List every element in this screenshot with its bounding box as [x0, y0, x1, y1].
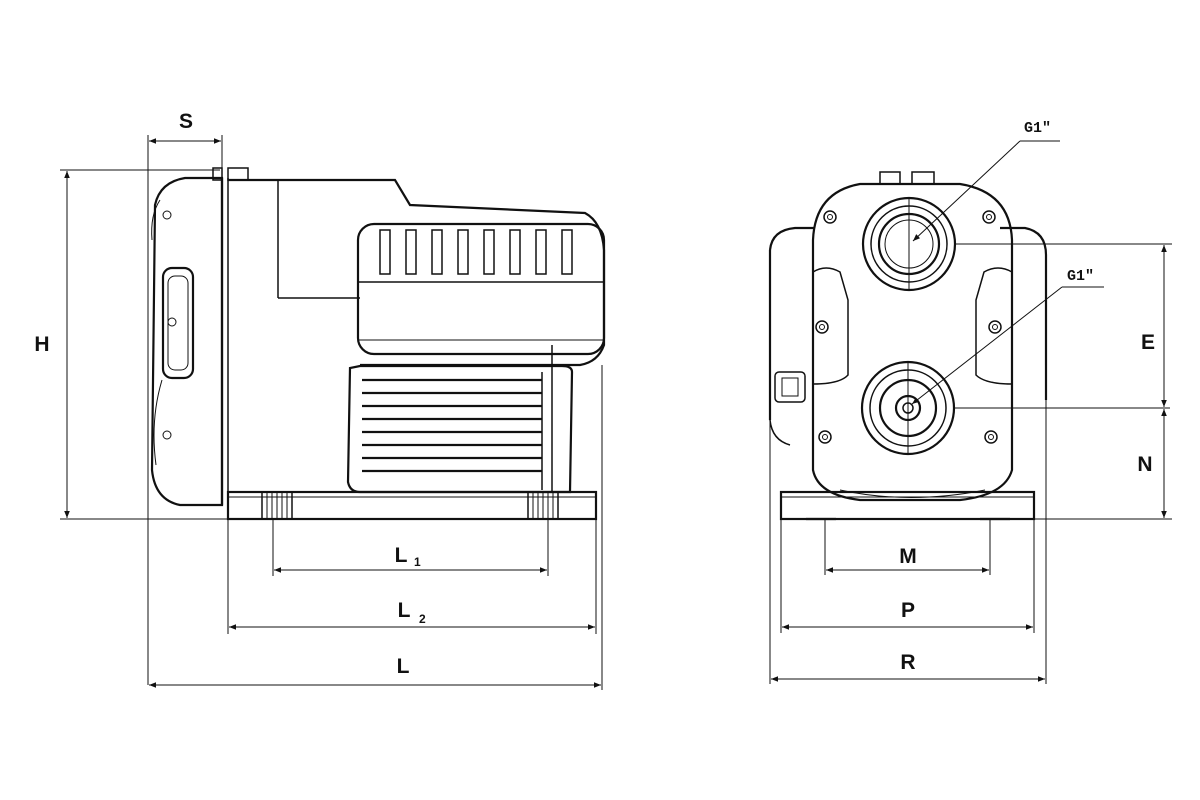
outlet-port: [861, 196, 1050, 292]
dim-label-l2-subscript: 2: [419, 612, 426, 626]
front-dimension-labels: E N M P R: [899, 331, 1155, 674]
inlet-thread-label: G1": [1067, 268, 1094, 285]
dim-label-l1: L: [395, 544, 408, 567]
outlet-thread-label: G1": [1024, 120, 1051, 137]
side-dimensions: [60, 135, 603, 690]
dim-label-l: L: [397, 655, 410, 678]
front-base: [779, 490, 1036, 521]
motor-body: [228, 178, 606, 494]
front-dimensions: [769, 243, 1172, 684]
dim-label-s: S: [179, 110, 193, 133]
dim-label-l1-subscript: 1: [414, 555, 421, 569]
pump-head-front: [811, 171, 1014, 502]
thread-callouts: G1" G1": [911, 120, 1104, 405]
dim-label-p: P: [901, 599, 915, 622]
dim-label-h: H: [34, 333, 49, 356]
inlet-port: [860, 360, 1170, 456]
dim-label-e: E: [1141, 331, 1155, 354]
dim-label-r: R: [900, 651, 915, 674]
motor-shoulders: [768, 226, 1048, 446]
side-base-plate: [226, 490, 598, 521]
dim-label-l2: L: [398, 599, 411, 622]
dim-label-m: M: [899, 545, 917, 568]
side-dimension-labels: S H L 1 L 2 L: [34, 110, 426, 678]
pump-head: [150, 167, 249, 507]
dim-label-n: N: [1137, 453, 1152, 476]
front-view: G1" G1" E N M: [768, 120, 1172, 684]
side-view: S H L 1 L 2 L: [34, 110, 606, 690]
